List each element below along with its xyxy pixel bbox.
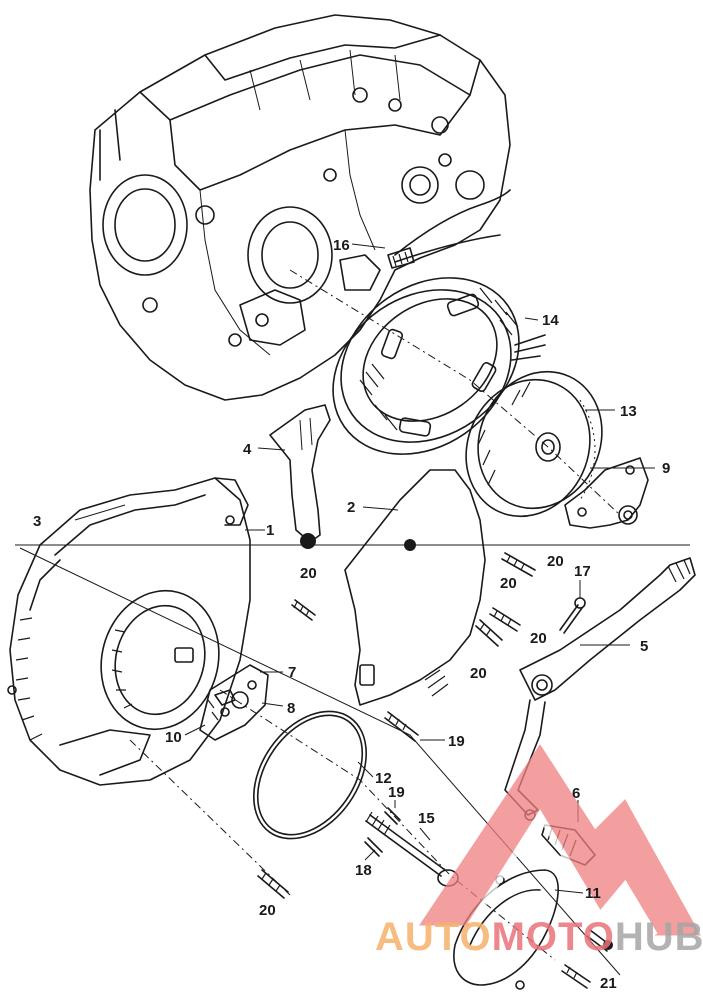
callout-16: 16 (333, 237, 350, 254)
callout-13: 13 (620, 403, 637, 420)
part-9-bracket (564, 457, 649, 529)
part-13-flywheel (465, 370, 603, 518)
part-4-bracket (269, 404, 331, 549)
part-3-housing-cover (7, 477, 251, 786)
part-7-8-10-cluster (199, 664, 269, 741)
callout-20d: 20 (530, 630, 547, 647)
part-11-clutch-cover (453, 869, 559, 990)
callout-10: 10 (165, 729, 182, 746)
callout-4: 4 (243, 441, 252, 458)
svg-text:AUTOMOTOHUB: AUTOMOTOHUB (375, 915, 703, 959)
callout-labels: 1 2 3 4 5 6 7 8 9 10 11 12 13 14 15 16 1… (33, 237, 670, 992)
callout-5: 5 (640, 638, 648, 655)
callout-20c: 20 (500, 575, 517, 592)
callout-7: 7 (288, 664, 296, 681)
watermark-auto: AUTO (375, 915, 492, 959)
watermark-logo: AUTOMOTOHUB (375, 915, 703, 959)
watermark-hub: HUB (615, 915, 703, 959)
callout-8: 8 (287, 700, 295, 717)
assembly-lines (15, 269, 690, 976)
part-16-wire-grommet (387, 247, 415, 269)
part-14-stator (332, 277, 546, 455)
callout-9: 9 (662, 460, 670, 477)
triangle-logo (419, 744, 701, 937)
callout-14: 14 (542, 312, 559, 329)
part-12-gasket (253, 710, 367, 840)
callout-19a: 19 (448, 733, 465, 750)
callout-3: 3 (33, 513, 41, 530)
callout-20f: 20 (259, 902, 276, 919)
part-2-cover-plate (344, 469, 486, 706)
engine-crankcase (89, 14, 511, 401)
callout-12: 12 (375, 770, 392, 787)
callout-17: 17 (574, 563, 591, 580)
callout-20b: 20 (547, 553, 564, 570)
callout-11: 11 (585, 885, 601, 902)
callout-1: 1 (266, 522, 274, 539)
callout-15: 15 (418, 810, 435, 827)
callout-20e: 20 (470, 665, 487, 682)
callout-21: 21 (600, 975, 617, 992)
watermark-moto: MOTO (492, 915, 615, 959)
callout-20a: 20 (300, 565, 317, 582)
callout-18: 18 (355, 862, 372, 879)
callout-19b: 19 (388, 784, 405, 801)
callout-2: 2 (347, 499, 355, 516)
callout-6: 6 (572, 785, 580, 802)
